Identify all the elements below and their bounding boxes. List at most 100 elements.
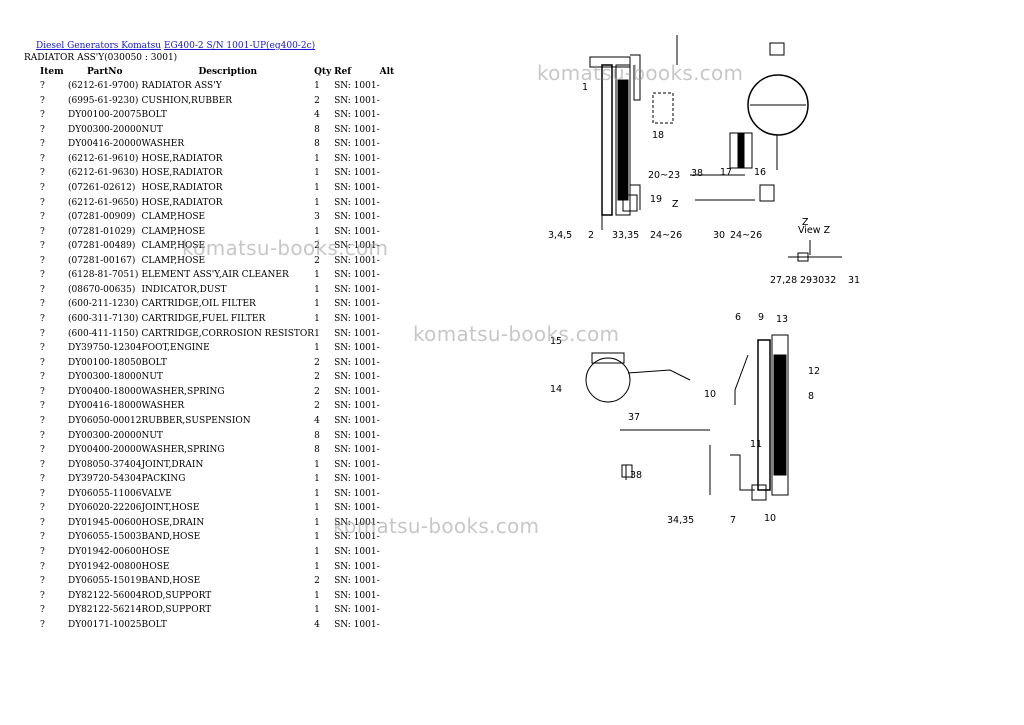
row-alt bbox=[380, 225, 400, 240]
row-description: RADIATOR ASS'Y bbox=[141, 81, 222, 91]
row-ref: SN: 1001- bbox=[334, 415, 380, 426]
row-partno: (07281-01029) bbox=[68, 226, 136, 237]
row-partno: (600-311-7130) bbox=[68, 314, 139, 324]
row-partno: DY00400-20000 bbox=[68, 445, 142, 456]
row-qty: 8 bbox=[314, 430, 320, 441]
row-qty: 4 bbox=[314, 110, 320, 121]
row-description: HOSE bbox=[141, 561, 170, 572]
row-item: ? bbox=[40, 576, 45, 587]
radiator-exploded-diagram: 1 3,4,5 2 33,35 24~26 30 24~26 18 20~23 … bbox=[548, 35, 860, 526]
row-item: ? bbox=[40, 328, 45, 339]
row-qty: 1 bbox=[314, 547, 320, 557]
table-row: ?(600-411-1150)CARTRIDGE,CORROSION RESIS… bbox=[38, 327, 400, 342]
row-alt bbox=[380, 312, 400, 327]
row-description: CLAMP,HOSE bbox=[141, 255, 206, 266]
callout-27-28: 27,28 bbox=[770, 275, 797, 286]
row-item: ? bbox=[40, 415, 45, 426]
callout-view-z: View Z bbox=[798, 225, 831, 236]
row-item: ? bbox=[40, 255, 45, 266]
row-partno: (08670-00635) bbox=[68, 284, 136, 295]
row-qty: 3 bbox=[314, 212, 320, 223]
row-description: RUBBER,SUSPENSION bbox=[141, 415, 251, 426]
column-header-alt: Alt bbox=[379, 67, 395, 77]
row-description: ELEMENT ASS'Y,AIR CLEANER bbox=[141, 270, 289, 281]
row-qty: 2 bbox=[314, 241, 320, 252]
row-ref: SN: 1001- bbox=[334, 328, 380, 339]
row-ref: SN: 1001- bbox=[334, 372, 380, 383]
row-qty: 1 bbox=[314, 284, 320, 295]
row-ref: SN: 1001- bbox=[334, 95, 380, 106]
row-ref: SN: 1001- bbox=[334, 255, 380, 266]
row-ref: SN: 1001- bbox=[334, 197, 380, 208]
callout-38-lower: 38 bbox=[630, 470, 642, 481]
row-alt bbox=[380, 327, 400, 342]
row-ref: SN: 1001- bbox=[334, 343, 380, 354]
row-qty: 1 bbox=[314, 168, 320, 179]
view-z-detail bbox=[788, 240, 842, 262]
row-ref: SN: 1001- bbox=[334, 357, 380, 368]
row-item: ? bbox=[40, 81, 45, 91]
breadcrumb-link-model[interactable]: EG400-2 S/N 1001-UP(eg400-2c) bbox=[163, 41, 316, 51]
row-partno: (600-211-1230) bbox=[68, 299, 139, 310]
row-partno: DY00416-18000 bbox=[68, 401, 142, 412]
callout-6: 6 bbox=[735, 312, 741, 323]
row-alt bbox=[380, 385, 400, 400]
row-description: BOLT bbox=[141, 619, 167, 630]
row-partno: DY06055-15019 bbox=[68, 576, 142, 587]
row-qty: 8 bbox=[314, 445, 320, 456]
row-qty: 1 bbox=[314, 561, 320, 572]
row-qty: 8 bbox=[314, 124, 320, 135]
callout-30: 30 bbox=[713, 230, 725, 241]
callout-17: 17 bbox=[720, 167, 732, 178]
column-header-ref: Ref bbox=[334, 67, 352, 77]
row-partno: DY82122-56214 bbox=[68, 605, 142, 616]
row-description: CARTRIDGE,FUEL FILTER bbox=[141, 314, 266, 324]
callout-16: 16 bbox=[754, 167, 766, 178]
row-ref: SN: 1001- bbox=[334, 241, 380, 252]
radiator-upper-view bbox=[589, 35, 809, 230]
row-alt bbox=[380, 530, 400, 545]
row-qty: 1 bbox=[314, 605, 320, 616]
row-qty: 1 bbox=[314, 488, 320, 499]
callout-38-upper: 38 bbox=[691, 168, 703, 179]
column-header-qty: Qty bbox=[314, 67, 332, 77]
row-description: INDICATOR,DUST bbox=[141, 284, 227, 295]
row-qty: 1 bbox=[314, 590, 320, 601]
row-ref: SN: 1001- bbox=[334, 430, 380, 441]
row-item: ? bbox=[40, 110, 45, 121]
row-partno: DY00300-18000 bbox=[68, 372, 142, 383]
breadcrumb-link-catalog[interactable]: Diesel Generators Komatsu bbox=[36, 41, 162, 51]
row-ref: SN: 1001- bbox=[334, 139, 380, 150]
row-description: BAND,HOSE bbox=[141, 576, 201, 587]
row-alt bbox=[380, 603, 400, 618]
row-item: ? bbox=[40, 139, 45, 150]
row-description: BOLT bbox=[141, 357, 167, 368]
row-ref: SN: 1001- bbox=[334, 314, 380, 324]
row-ref: SN: 1001- bbox=[334, 547, 380, 557]
row-description: CUSHION,RUBBER bbox=[141, 95, 232, 106]
row-item: ? bbox=[40, 430, 45, 441]
row-qty: 1 bbox=[314, 299, 320, 310]
callout-14: 14 bbox=[550, 384, 562, 395]
row-ref: SN: 1001- bbox=[334, 182, 380, 193]
row-ref: SN: 1001- bbox=[334, 488, 380, 499]
row-ref: SN: 1001- bbox=[334, 401, 380, 412]
row-ref: SN: 1001- bbox=[334, 299, 380, 310]
row-ref: SN: 1001- bbox=[334, 474, 380, 485]
row-item: ? bbox=[40, 532, 45, 543]
row-qty: 1 bbox=[314, 503, 320, 514]
row-item: ? bbox=[40, 241, 45, 252]
row-item: ? bbox=[40, 153, 45, 164]
row-item: ? bbox=[40, 372, 45, 383]
row-partno: DY39720-54304 bbox=[68, 474, 142, 485]
row-description: HOSE,RADIATOR bbox=[141, 182, 223, 193]
row-alt bbox=[380, 516, 400, 531]
